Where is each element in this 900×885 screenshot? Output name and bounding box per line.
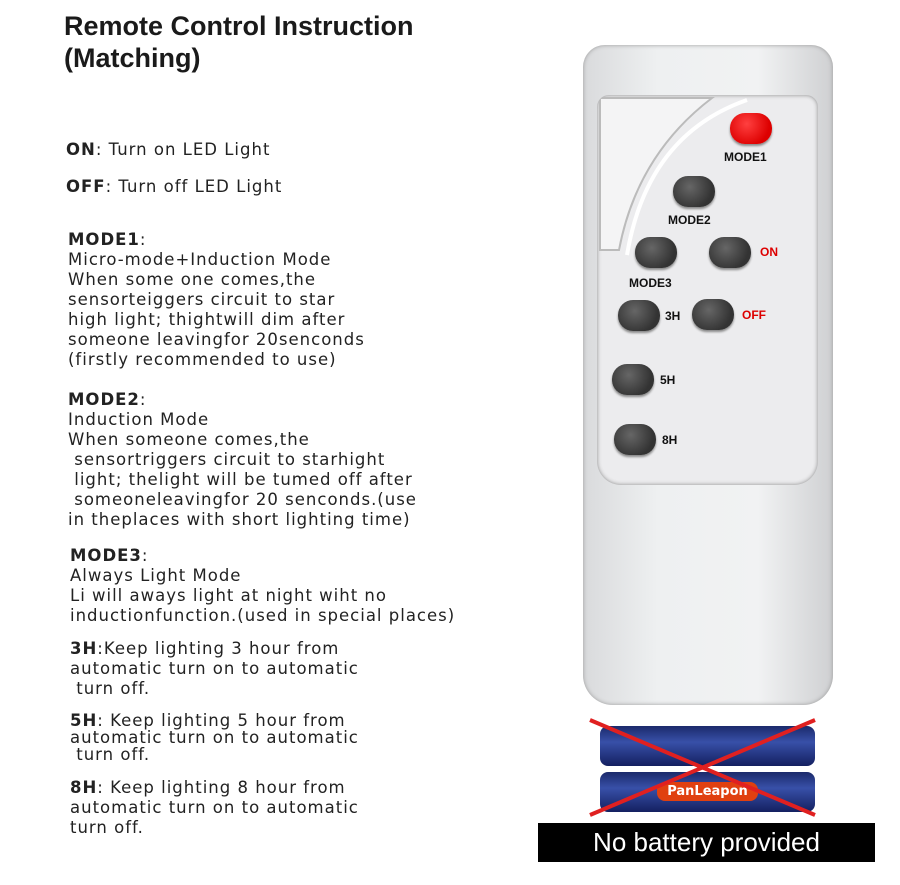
off-label: OFF	[742, 308, 766, 322]
on-instruction: ON: Turn on LED Light	[66, 140, 271, 159]
on-button[interactable]	[709, 237, 751, 268]
3h-instruction: 3H:Keep lighting 3 hour from automatic t…	[70, 639, 359, 698]
no-battery-notice: No battery provided	[538, 823, 875, 862]
5h-instruction: 5H: Keep lighting 5 hour from automatic …	[70, 711, 359, 764]
8h-button[interactable]	[614, 424, 656, 455]
mode1-instruction: MODE1: Micro-mode+Induction Mode When so…	[68, 230, 365, 369]
battery-image	[600, 726, 815, 766]
button-panel	[597, 95, 818, 485]
battery-image: PanLeapon	[600, 772, 815, 812]
on-label: ON	[760, 245, 778, 259]
5h-button[interactable]	[612, 364, 654, 395]
mode2-button[interactable]	[673, 176, 715, 207]
8h-instruction: 8H: Keep lighting 8 hour from automatic …	[70, 778, 359, 837]
mode1-label: MODE1	[724, 150, 767, 164]
mode3-button[interactable]	[635, 237, 677, 268]
battery-brand: PanLeapon	[657, 782, 758, 801]
3h-button[interactable]	[618, 300, 660, 331]
off-instruction: OFF: Turn off LED Light	[66, 177, 283, 196]
off-button[interactable]	[692, 299, 734, 330]
mode2-instruction: MODE2: Induction Mode When someone comes…	[68, 390, 417, 529]
panel-arc	[599, 97, 748, 256]
8h-label: 8H	[662, 433, 678, 447]
mode1-button[interactable]	[730, 113, 772, 144]
5h-label: 5H	[660, 373, 676, 387]
cross-icon	[589, 718, 816, 817]
page-title: Remote Control Instruction(Matching)	[64, 11, 414, 73]
mode3-label: MODE3	[629, 276, 672, 290]
mode2-label: MODE2	[668, 213, 711, 227]
mode3-instruction: MODE3: Always Light Mode Li will aways l…	[70, 546, 456, 625]
3h-label: 3H	[665, 309, 681, 323]
